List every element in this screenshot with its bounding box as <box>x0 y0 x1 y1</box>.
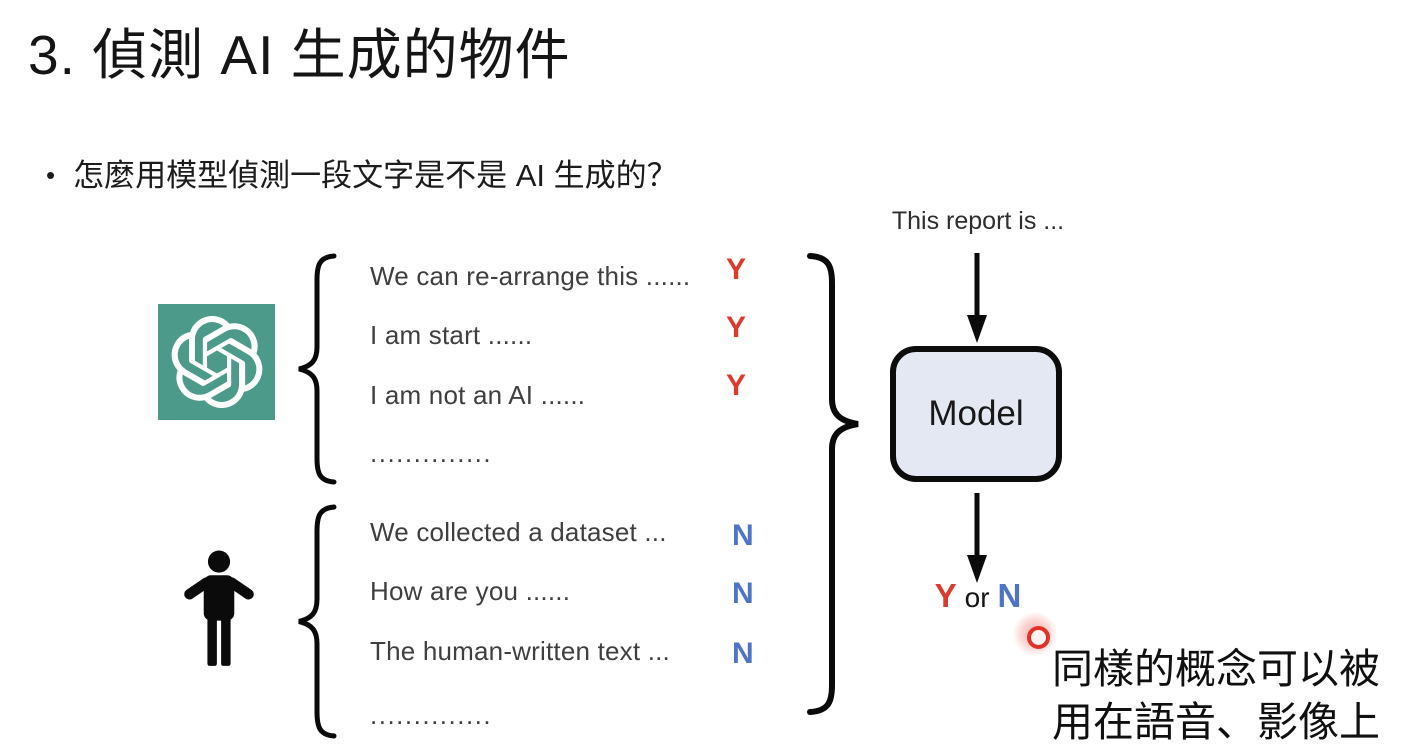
label-no: N <box>732 577 754 610</box>
model-label: Model <box>928 394 1024 433</box>
laser-pointer-icon <box>1027 626 1050 649</box>
label-yes: Y <box>726 253 747 286</box>
human-sample-ellipsis: .............. <box>370 700 493 730</box>
arrow-down-icon <box>967 493 987 583</box>
output-no: N <box>997 577 1022 614</box>
brace-human-group <box>298 504 337 739</box>
brace-ai-group <box>298 253 337 485</box>
arrow-down-icon <box>967 253 987 343</box>
output-yes: Y <box>934 577 957 614</box>
bullet-text: 怎麼用模型偵測一段文字是不是 AI 生成的？ <box>73 158 678 193</box>
brace-to-model <box>807 253 859 715</box>
human-sample-text: We collected a dataset ... <box>370 517 667 547</box>
ai-sample-ellipsis: .............. <box>370 438 493 468</box>
label-yes: Y <box>726 311 747 344</box>
label-yes: Y <box>726 369 747 402</box>
label-no: N <box>732 637 754 670</box>
bullet-line: • 怎麼用模型偵測一段文字是不是 AI 生成的？ <box>46 150 678 195</box>
ai-sample-text: I am start ...... <box>370 320 533 350</box>
annotation-line: 用在語音、影像上 <box>1052 699 1380 746</box>
label-no: N <box>732 519 754 552</box>
model-input-text: This report is ... <box>891 207 1065 235</box>
human-icon <box>184 550 254 666</box>
openai-icon <box>171 316 262 408</box>
bullet-marker: • <box>46 159 56 190</box>
human-sample-text: How are you ...... <box>370 576 571 606</box>
openai-logo <box>158 304 275 420</box>
output-conjunction: or <box>964 582 990 613</box>
model-box: Model <box>890 346 1062 482</box>
ai-sample-text: We can re-arrange this ...... <box>370 261 691 291</box>
human-sample-text: The human-written text ... <box>370 636 670 666</box>
page-title: 3. 偵測 AI 生成的物件 <box>28 24 571 86</box>
ai-sample-text: I am not an AI ...... <box>370 380 586 410</box>
annotation-line: 同樣的概念可以被 <box>1052 646 1380 692</box>
annotation-note: 同樣的概念可以被 用在語音、影像上 <box>1052 643 1380 750</box>
